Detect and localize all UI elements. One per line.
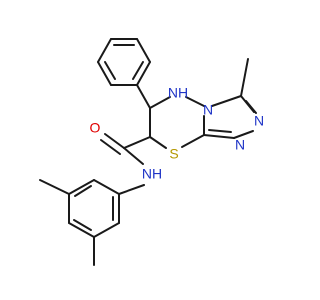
carbonyl-bond (100, 139, 121, 155)
bond (68, 179, 95, 195)
amide-group (100, 133, 151, 165)
bond (93, 222, 120, 238)
aryl-methyl-bond (39, 179, 70, 195)
ring-nh-label: NH (168, 85, 188, 101)
thiadiazine-ring (136, 84, 205, 149)
molecule-structure-diagram: O NH NH N N N S (39, 38, 265, 266)
carbonyl-bond (104, 133, 125, 149)
bond (136, 61, 151, 86)
aromatic-bond (245, 100, 257, 114)
bond (203, 134, 235, 139)
sulfur-atom-label: S (169, 146, 178, 162)
bond (123, 136, 151, 149)
oxygen-atom-label: O (90, 120, 101, 136)
amide-nh-label: NH (142, 166, 162, 182)
phenyl-ring (97, 38, 151, 86)
aromatic-bond (74, 185, 92, 197)
aromatic-bond (132, 61, 144, 80)
bond (185, 96, 205, 107)
bond (97, 61, 112, 86)
n-aryl-bond (118, 184, 145, 195)
triazole-n2-label: N (235, 137, 245, 153)
triazole-methyl-bond (240, 58, 249, 97)
ring-n-label: N (203, 102, 213, 118)
bond (149, 136, 167, 149)
triazole-ring (203, 95, 257, 139)
aromatic-bond (104, 61, 116, 80)
bond (123, 147, 144, 165)
bond (136, 38, 151, 63)
triazole-n1-label: N (254, 113, 264, 129)
molecule-svg: O NH NH N N N S (39, 38, 264, 266)
aromatic-bond (73, 219, 92, 231)
bond (136, 84, 151, 109)
bond (97, 38, 112, 63)
bond (149, 96, 171, 109)
bond (93, 179, 120, 195)
bond (233, 130, 254, 139)
aromatic-bond (208, 129, 232, 133)
dimethylphenyl-ring (68, 179, 120, 238)
bond (68, 222, 95, 238)
bond (181, 134, 205, 148)
bond (211, 95, 242, 107)
